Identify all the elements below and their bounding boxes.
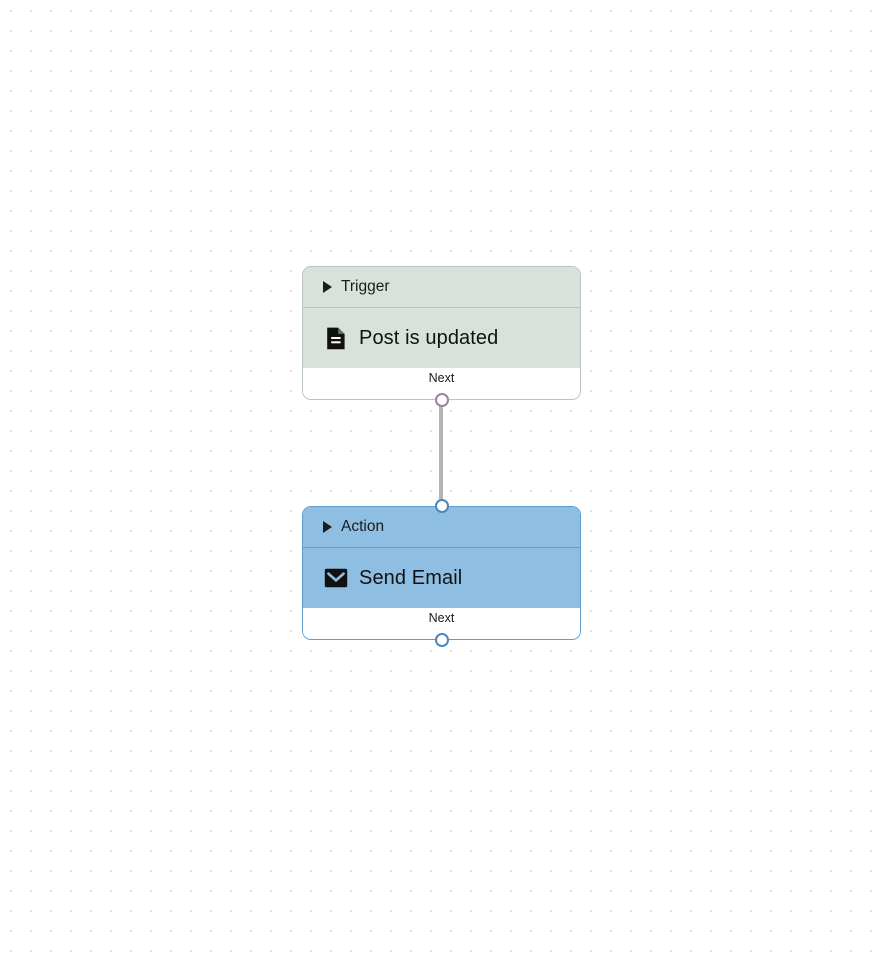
node-trigger-header-label: Trigger	[341, 278, 390, 296]
node-trigger-footer: Next	[303, 368, 580, 399]
handle-target-action[interactable]	[434, 499, 449, 513]
chevron-right-icon[interactable]	[323, 281, 332, 293]
node-action-next-label: Next	[428, 611, 455, 625]
node-trigger-row[interactable]: Post is updated	[303, 307, 580, 368]
node-action-body-container: Action Send Email Next	[302, 506, 581, 640]
chevron-right-icon[interactable]	[323, 521, 332, 533]
node-trigger-title: Post is updated	[359, 326, 499, 349]
handle-source-action[interactable]	[434, 633, 449, 647]
workflow-node-action[interactable]: Action Send Email Next	[302, 499, 581, 647]
workflow-node-trigger[interactable]: Trigger Post is updated Next	[302, 266, 581, 407]
node-action-footer: Next	[303, 608, 580, 639]
document-icon	[323, 325, 349, 351]
node-trigger-next-label: Next	[428, 371, 455, 385]
node-action-header-label: Action	[341, 518, 385, 536]
node-action-header[interactable]: Action	[303, 507, 580, 547]
node-trigger-header[interactable]: Trigger	[303, 267, 580, 307]
node-trigger-body-container: Trigger Post is updated Next	[302, 266, 581, 400]
handle-source-trigger[interactable]	[434, 393, 449, 407]
envelope-icon	[323, 565, 349, 591]
node-action-title: Send Email	[359, 566, 463, 589]
node-action-row[interactable]: Send Email	[303, 547, 580, 608]
